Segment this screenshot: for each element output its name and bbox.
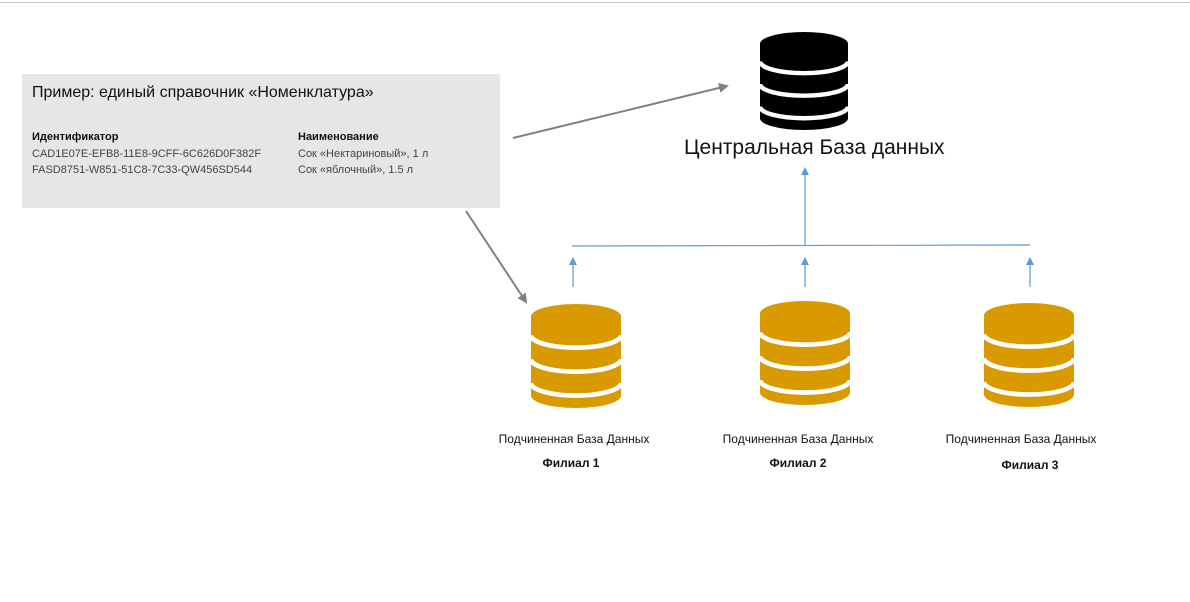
branch3-database-icon	[981, 303, 1077, 407]
example-to-branch1-arrow	[465, 210, 528, 304]
connector-bus-line	[571, 244, 1031, 247]
identifier-cell: FASD8751-W851-51C8-7C33-QW456SD544	[32, 164, 253, 176]
identifier-column: Идентификатор CAD1E07E-EFB8-11E8-9CFF-6C…	[32, 129, 261, 178]
branch1-database-label: Подчиненная База Данных	[498, 432, 650, 446]
example-directory-box: Пример: единый справочник «Номенклатура»…	[22, 74, 500, 208]
branch3-name: Филиал 3	[1001, 458, 1059, 472]
branch2-database-icon	[757, 301, 853, 405]
branch1-name: Филиал 1	[542, 456, 600, 470]
example-to-central-arrow	[512, 83, 729, 139]
name-cell: Сок «Нектариновый», 1 л	[298, 148, 429, 160]
top-divider	[0, 2, 1190, 3]
name-cell: Сок «яблочный», 1.5 л	[298, 164, 414, 176]
name-header: Наименование	[298, 131, 379, 143]
central-database-label: Центральная База данных	[684, 136, 945, 159]
identifier-header: Идентификатор	[32, 131, 119, 143]
identifier-cell: CAD1E07E-EFB8-11E8-9CFF-6C626D0F382F	[32, 148, 262, 160]
branch3-database-label: Подчиненная База Данных	[945, 432, 1097, 446]
branch1-database-icon	[528, 304, 624, 408]
branch2-name: Филиал 2	[769, 456, 827, 470]
name-column: Наименование Сок «Нектариновый», 1 л Сок…	[298, 129, 428, 178]
example-title: Пример: единый справочник «Номенклатура»	[32, 84, 374, 101]
branch2-database-label: Подчиненная База Данных	[722, 432, 874, 446]
central-database-icon	[757, 31, 851, 131]
